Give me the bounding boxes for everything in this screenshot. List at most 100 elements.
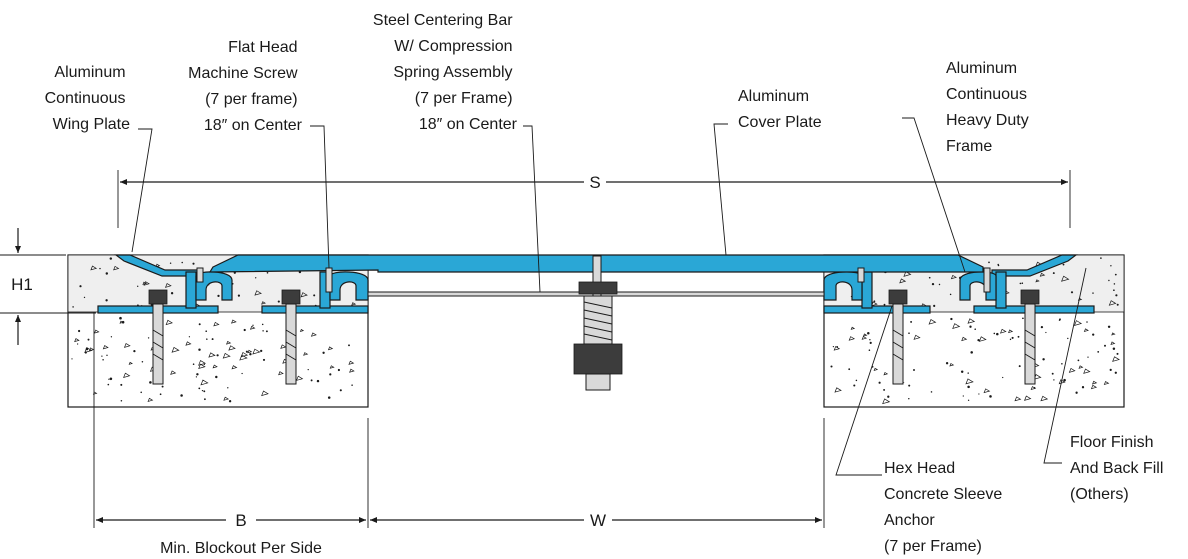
aggregate-speck (869, 339, 871, 341)
aggregate-speck (329, 373, 332, 376)
aggregate-speck (327, 396, 331, 399)
aggregate-speck (848, 368, 851, 371)
aggregate-speck (105, 299, 108, 302)
aggregate-speck (883, 388, 886, 391)
aggregate-speck (1017, 335, 1020, 338)
aggregate-speck (1052, 272, 1055, 275)
aggregate-speck (208, 352, 216, 358)
aggregate-speck (280, 344, 287, 349)
aggregate-speck (188, 336, 191, 338)
aggregate-speck (120, 400, 123, 402)
dimension-h1-label: H1 (11, 275, 33, 294)
aggregate-speck (988, 261, 990, 264)
aggregate-speck (303, 352, 309, 356)
aggregate-speck (113, 265, 120, 271)
aggregate-speck (1087, 356, 1089, 358)
aggregate-speck (120, 383, 123, 386)
aggregate-speck (1086, 321, 1088, 323)
aggregate-speck (262, 330, 264, 332)
aggregate-speck (105, 272, 109, 275)
aggregate-speck (228, 345, 236, 351)
aggregate-speck (1058, 379, 1066, 385)
aggregate-speck (78, 329, 81, 333)
aggregate-speck (977, 339, 980, 342)
aggregate-speck (261, 301, 266, 305)
dimension-w: W (370, 418, 825, 530)
aggregate-speck (222, 352, 231, 359)
aggregate-speck (1111, 332, 1116, 336)
aggregate-speck (141, 361, 144, 363)
aggregate-speck (1109, 368, 1112, 371)
aggregate-speck (170, 370, 177, 375)
aggregate-speck (928, 319, 937, 325)
aggregate-speck (83, 296, 86, 299)
aggregate-speck (198, 363, 206, 370)
aggregate-speck (1068, 367, 1076, 373)
dimension-h1: H1 (0, 228, 96, 345)
aggregate-speck (213, 321, 220, 327)
aggregate-speck (961, 336, 968, 342)
aggregate-speck (119, 316, 122, 320)
aggregate-speck (1067, 337, 1069, 340)
aggregate-speck (867, 331, 870, 335)
aggregate-speck (873, 300, 876, 303)
aggregate-speck (1112, 356, 1120, 362)
aggregate-speck (887, 395, 890, 398)
aggregate-speck (949, 293, 952, 296)
aggregate-speck (1061, 275, 1070, 282)
aggregate-speck (198, 360, 207, 366)
aggregate-speck (1063, 378, 1066, 382)
anchor-1 (148, 289, 168, 385)
aggregate-speck (1110, 265, 1112, 267)
aggregate-speck (155, 263, 161, 268)
aggregate-speck (1108, 279, 1110, 282)
aggregate-speck (180, 394, 183, 397)
aggregate-speck (149, 381, 152, 384)
aggregate-speck (1083, 328, 1089, 333)
aggregate-speck (1078, 365, 1084, 369)
aggregate-speck (203, 363, 205, 366)
dimension-b: B Min. Blockout Per Side (93, 312, 369, 557)
aggregate-speck (247, 349, 253, 354)
aggregate-speck (310, 332, 317, 337)
aggregate-speck (192, 363, 195, 366)
aggregate-speck (171, 346, 180, 353)
aggregate-speck (307, 368, 309, 371)
aggregate-speck (996, 332, 999, 336)
aggregate-speck (140, 391, 142, 394)
aggregate-speck (249, 352, 252, 356)
aggregate-speck (1116, 352, 1119, 355)
aggregate-speck (1114, 371, 1117, 374)
aggregate-speck (245, 350, 248, 353)
aggregate-speck (316, 379, 320, 383)
aggregate-speck (930, 391, 933, 393)
aggregate-speck (869, 341, 872, 344)
aggregate-speck (883, 303, 886, 306)
aggregate-speck (181, 261, 183, 264)
aggregate-speck (72, 306, 74, 308)
aggregate-speck (978, 336, 987, 342)
aggregate-speck (198, 387, 201, 390)
aggregate-speck (255, 277, 257, 279)
aggregate-speck (76, 343, 79, 345)
aggregate-speck (1107, 325, 1111, 329)
aggregate-speck (295, 375, 304, 381)
aggregate-speck (310, 379, 313, 382)
aggregate-speck (198, 323, 201, 326)
aggregate-speck (266, 271, 269, 274)
aggregate-speck (882, 398, 891, 405)
aggregate-speck (1103, 381, 1110, 386)
aggregate-speck (1014, 396, 1022, 402)
aggregate-speck (1008, 329, 1014, 334)
aggregate-speck (999, 328, 1007, 334)
aggregate-speck (1113, 283, 1116, 285)
aggregate-speck (1073, 320, 1083, 326)
aggregate-speck (1116, 303, 1119, 306)
aggregate-speck (967, 372, 969, 374)
aggregate-speck (265, 330, 268, 333)
aggregate-speck (348, 344, 350, 347)
dimension-s-label: S (589, 173, 600, 192)
aggregate-speck (84, 347, 93, 354)
label-floor-finish: Floor Finish And Back Fill (Others) (1070, 434, 1168, 503)
aggregate-speck (1112, 347, 1116, 351)
